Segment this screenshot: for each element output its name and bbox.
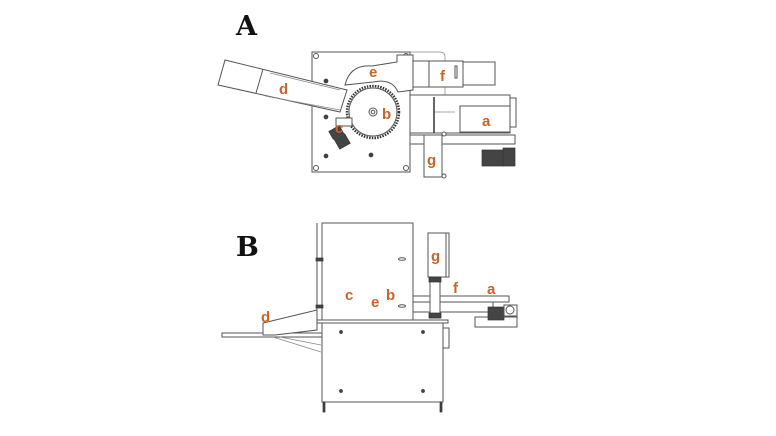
g-column — [429, 276, 441, 319]
label-d: d — [261, 309, 270, 326]
bolt — [323, 78, 329, 84]
label-c: c — [345, 287, 353, 304]
label-g: g — [427, 152, 436, 169]
upper-cabinet — [321, 222, 414, 321]
d-infeed-chute — [262, 309, 318, 336]
b-hub-center — [370, 109, 376, 115]
g-column-clamp — [428, 312, 442, 319]
label-a: a — [487, 281, 496, 298]
label-c: c — [335, 120, 343, 137]
g-unit-edge — [445, 232, 450, 278]
bolt — [313, 53, 319, 59]
drive-motor — [481, 149, 505, 167]
a-rail-lower — [412, 301, 494, 313]
g-pivot — [441, 173, 447, 179]
label-f: f — [440, 68, 446, 85]
d-infeed-chute — [217, 59, 348, 113]
c-mechanism — [333, 133, 351, 150]
g-column-clamp — [428, 276, 442, 283]
g-unit — [423, 134, 443, 178]
c-mechanism — [335, 117, 353, 127]
f-unit-slot — [454, 65, 458, 79]
bolt — [313, 165, 319, 171]
bolt — [403, 165, 409, 171]
hinge — [315, 257, 324, 262]
bolt — [339, 389, 343, 393]
a-motor-block — [459, 105, 511, 133]
bolt — [323, 153, 329, 159]
label-b: b — [382, 106, 391, 123]
e-guard — [344, 54, 414, 93]
d-support — [279, 336, 322, 346]
d-support — [272, 336, 322, 353]
guard-outline — [400, 51, 446, 95]
label-e: e — [369, 64, 377, 81]
f-extension — [459, 61, 496, 86]
panel-b-side-view: B g f — [221, 222, 518, 413]
c-mechanism — [328, 125, 345, 140]
cabinet-handle — [398, 257, 406, 261]
d-chute-guide — [264, 95, 341, 111]
cabinet-handle — [398, 304, 406, 308]
bolt — [368, 152, 374, 158]
d-chute-divider — [255, 68, 264, 94]
side-knob — [442, 327, 450, 349]
a-end-cap — [509, 97, 517, 128]
label-a: a — [482, 113, 491, 130]
lower-cabinet — [321, 322, 444, 403]
leg — [439, 401, 443, 413]
label-d: d — [279, 81, 288, 98]
drive-motor — [487, 306, 505, 321]
d-chute-guide — [269, 72, 341, 91]
panel-a-label: A — [235, 11, 258, 42]
bolt — [421, 389, 425, 393]
panel-b-label: B — [236, 232, 259, 263]
leg — [322, 401, 326, 413]
a-rail — [406, 134, 516, 145]
bolt — [339, 330, 343, 334]
panel-a-top-view: A — [217, 11, 517, 179]
bolt — [323, 114, 329, 120]
label-f: f — [453, 280, 459, 297]
bolt — [421, 330, 425, 334]
label-g: g — [431, 248, 440, 265]
hinge — [315, 304, 324, 309]
gearbox — [502, 147, 516, 167]
g-pivot — [441, 131, 447, 137]
label-b: b — [386, 287, 395, 304]
label-e: e — [371, 294, 379, 311]
gearbox-shaft — [505, 305, 515, 315]
